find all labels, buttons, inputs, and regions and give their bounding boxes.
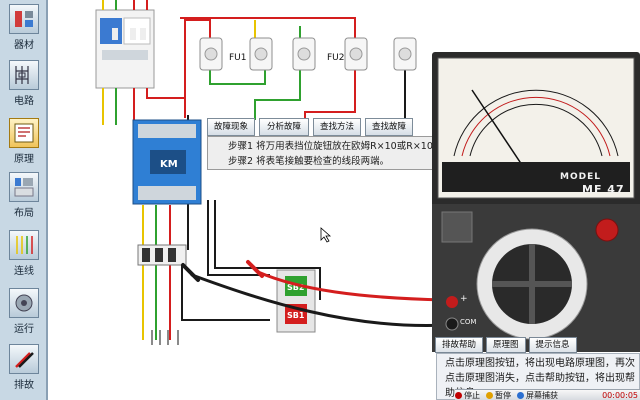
- capture-indicator: 屏幕捕获: [517, 390, 558, 400]
- fuse-fu2[interactable]: [344, 37, 417, 71]
- stop-icon: [455, 391, 462, 399]
- main-circuit-breaker[interactable]: [95, 9, 155, 89]
- contactor-label: KM: [160, 159, 178, 170]
- recording-status-bar: 停止 暂停 屏幕捕获 00:00:05: [455, 389, 640, 400]
- sb1-label: SB1: [287, 311, 305, 320]
- fu2-label: FU2: [327, 53, 345, 63]
- stop-control[interactable]: 停止: [455, 390, 480, 400]
- meter-model-label: MODEL: [560, 172, 601, 182]
- probe-icon: [9, 344, 39, 374]
- toolbar-troubleshoot-button[interactable]: 排故: [4, 344, 44, 391]
- toolbar-layout-button[interactable]: 布局: [4, 172, 44, 219]
- push-button-station[interactable]: [276, 269, 316, 333]
- layout-icon: [9, 172, 39, 202]
- toolbar-schematic-label: 原理: [14, 154, 34, 165]
- instruction-step-1: 步骤1 将万用表挡位旋钮放在欧姆R×10或R×100量程上，调零。: [228, 141, 506, 152]
- circuit-icon: [9, 60, 39, 90]
- tab-find-method[interactable]: 查找方法: [313, 118, 361, 136]
- pause-control[interactable]: 暂停: [486, 390, 511, 400]
- instruction-step-2: 步骤2 将表笔接触要检查的线段两端。: [228, 156, 390, 167]
- meter-model-number: MF 47: [582, 183, 625, 196]
- troubleshoot-help-button[interactable]: 排故帮助: [435, 337, 484, 353]
- mouse-cursor-icon: [320, 227, 332, 243]
- toolbar-wiring-label: 连线: [14, 266, 34, 277]
- power-wires: [102, 0, 406, 345]
- motor-icon: [9, 288, 39, 318]
- toolbar-equipment-label: 器材: [14, 40, 34, 51]
- wiring-canvas: FU1 FU2 KM SB2 SB1: [95, 0, 450, 345]
- tab-fault-symptom[interactable]: 故障现象: [207, 118, 255, 136]
- tab-find-fault[interactable]: 查找故障: [365, 118, 413, 136]
- fu1-label: FU1: [229, 53, 247, 63]
- toolbar-equipment-button[interactable]: 器材: [4, 4, 44, 51]
- toolbar-circuit-button[interactable]: 电路: [4, 60, 44, 107]
- bottom-action-bar: 排故帮助 原理图 提示信息: [435, 337, 640, 353]
- equipment-icon: [9, 4, 39, 34]
- toolbar-troubleshoot-label: 排故: [14, 380, 34, 391]
- sb2-label: SB2: [287, 283, 304, 292]
- fault-tabs: 故障现象 分析故障 查找方法 查找故障: [207, 118, 417, 136]
- thermal-relay[interactable]: [137, 244, 187, 266]
- schematic-icon: [9, 118, 39, 148]
- schematic-button[interactable]: 原理图: [486, 337, 526, 353]
- plus-jack-label: +: [460, 294, 468, 304]
- tab-analyze-fault[interactable]: 分析故障: [259, 118, 309, 136]
- com-jack: [445, 317, 459, 331]
- toolbar-run-label: 运行: [14, 324, 34, 335]
- multimeter: MODEL MF 47 + COM: [432, 52, 640, 352]
- toolbar-layout-label: 布局: [14, 208, 34, 219]
- toolbar-run-button[interactable]: 运行: [4, 288, 44, 335]
- contactor-km[interactable]: [132, 119, 202, 205]
- elapsed-time: 00:00:05: [602, 390, 638, 400]
- zero-adjust-knob: [595, 218, 619, 242]
- left-toolbar: 器材 电路 原理 布局 连线 运行 排故: [0, 0, 48, 400]
- hint-info-button[interactable]: 提示信息: [528, 337, 577, 353]
- toolbar-circuit-label: 电路: [14, 96, 34, 107]
- toolbar-schematic-button[interactable]: 原理: [4, 118, 44, 165]
- fuse-fu1[interactable]: [199, 37, 316, 71]
- com-jack-label: COM: [460, 318, 477, 326]
- capture-icon: [517, 391, 524, 399]
- pause-icon: [486, 391, 493, 399]
- probe-leads[interactable]: [181, 260, 450, 328]
- toolbar-wiring-button[interactable]: 连线: [4, 230, 44, 277]
- plus-jack: [446, 296, 458, 308]
- wiring-icon: [9, 230, 39, 260]
